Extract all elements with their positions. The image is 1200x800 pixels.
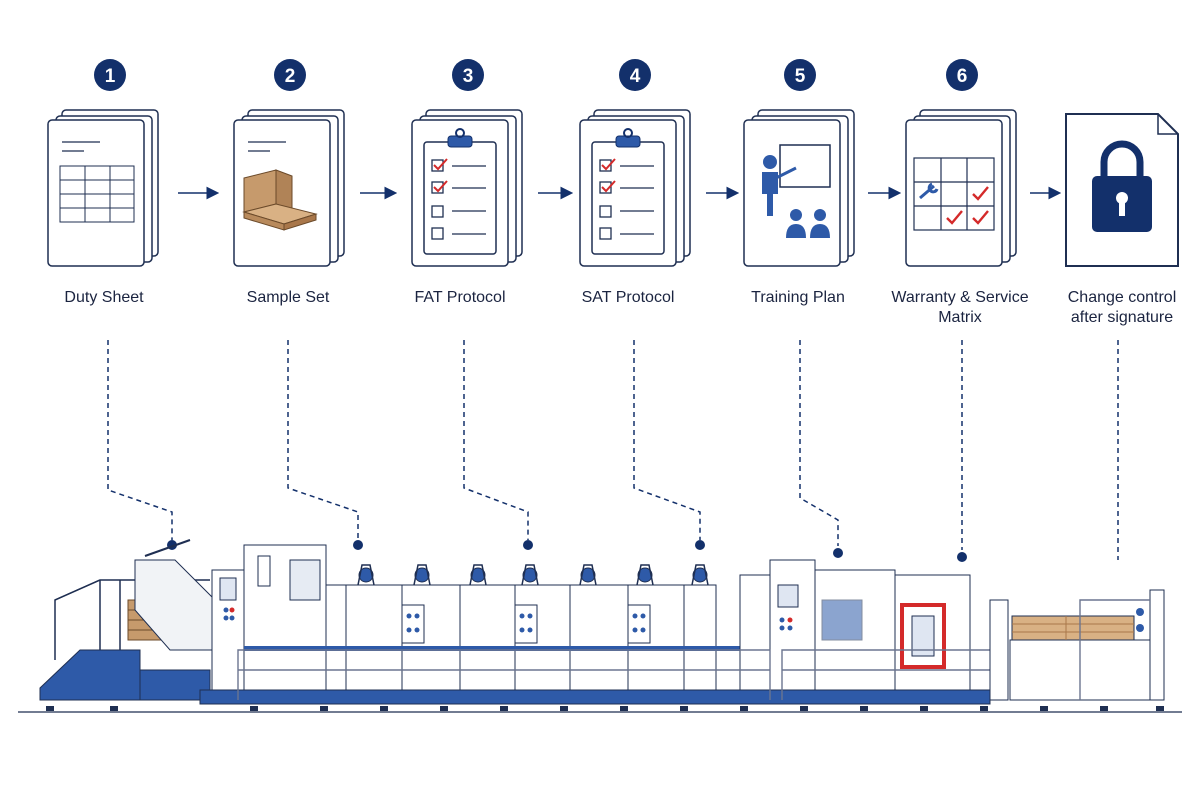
leader-line-5 [799,340,839,546]
leader-line-1 [107,340,173,540]
step-label-sample-set: Sample Set [246,289,330,306]
leader-line-2 [287,340,359,540]
clipboard-checklist-icon [411,109,523,267]
step-badge-6: 6 [946,59,978,91]
leader-lines [107,340,1119,560]
leader-line-4 [633,340,701,540]
step-label-change-control: Change control after signature [1067,289,1177,326]
step-label-sat-protocol: SAT Protocol [581,289,675,306]
step-badge-5: 5 [784,59,816,91]
padlock-icon [1065,113,1179,267]
presentation-training-icon [743,109,855,267]
step-label-training-plan: Training Plan [751,289,845,306]
clipboard-checklist-icon [579,109,691,267]
leader-line-3 [463,340,529,540]
step-label-warranty-service-matrix: Warranty & Service Matrix [891,289,1029,326]
step-label-duty-sheet: Duty Sheet [64,289,144,306]
step-number-1: 1 [105,66,116,87]
step-label-fat-protocol: FAT Protocol [414,289,506,306]
cardboard-box-icon [233,109,345,267]
step-number-3: 3 [463,66,474,87]
feeder-section [39,539,245,701]
step-number-4: 4 [630,66,641,87]
step-badge-2: 2 [274,59,306,91]
step-number-2: 2 [285,66,296,87]
step-badge-1: 1 [94,59,126,91]
corrugated-flexo-folder-gluer-machine-illustration [18,539,1182,713]
wrench-matrix-icon [905,109,1017,267]
step-number-5: 5 [795,66,806,87]
step-badge-3: 3 [452,59,484,91]
step-number-6: 6 [957,66,968,87]
table-document-icon [47,109,159,267]
leader-endpoints [167,540,967,562]
step-badge-4: 4 [619,59,651,91]
